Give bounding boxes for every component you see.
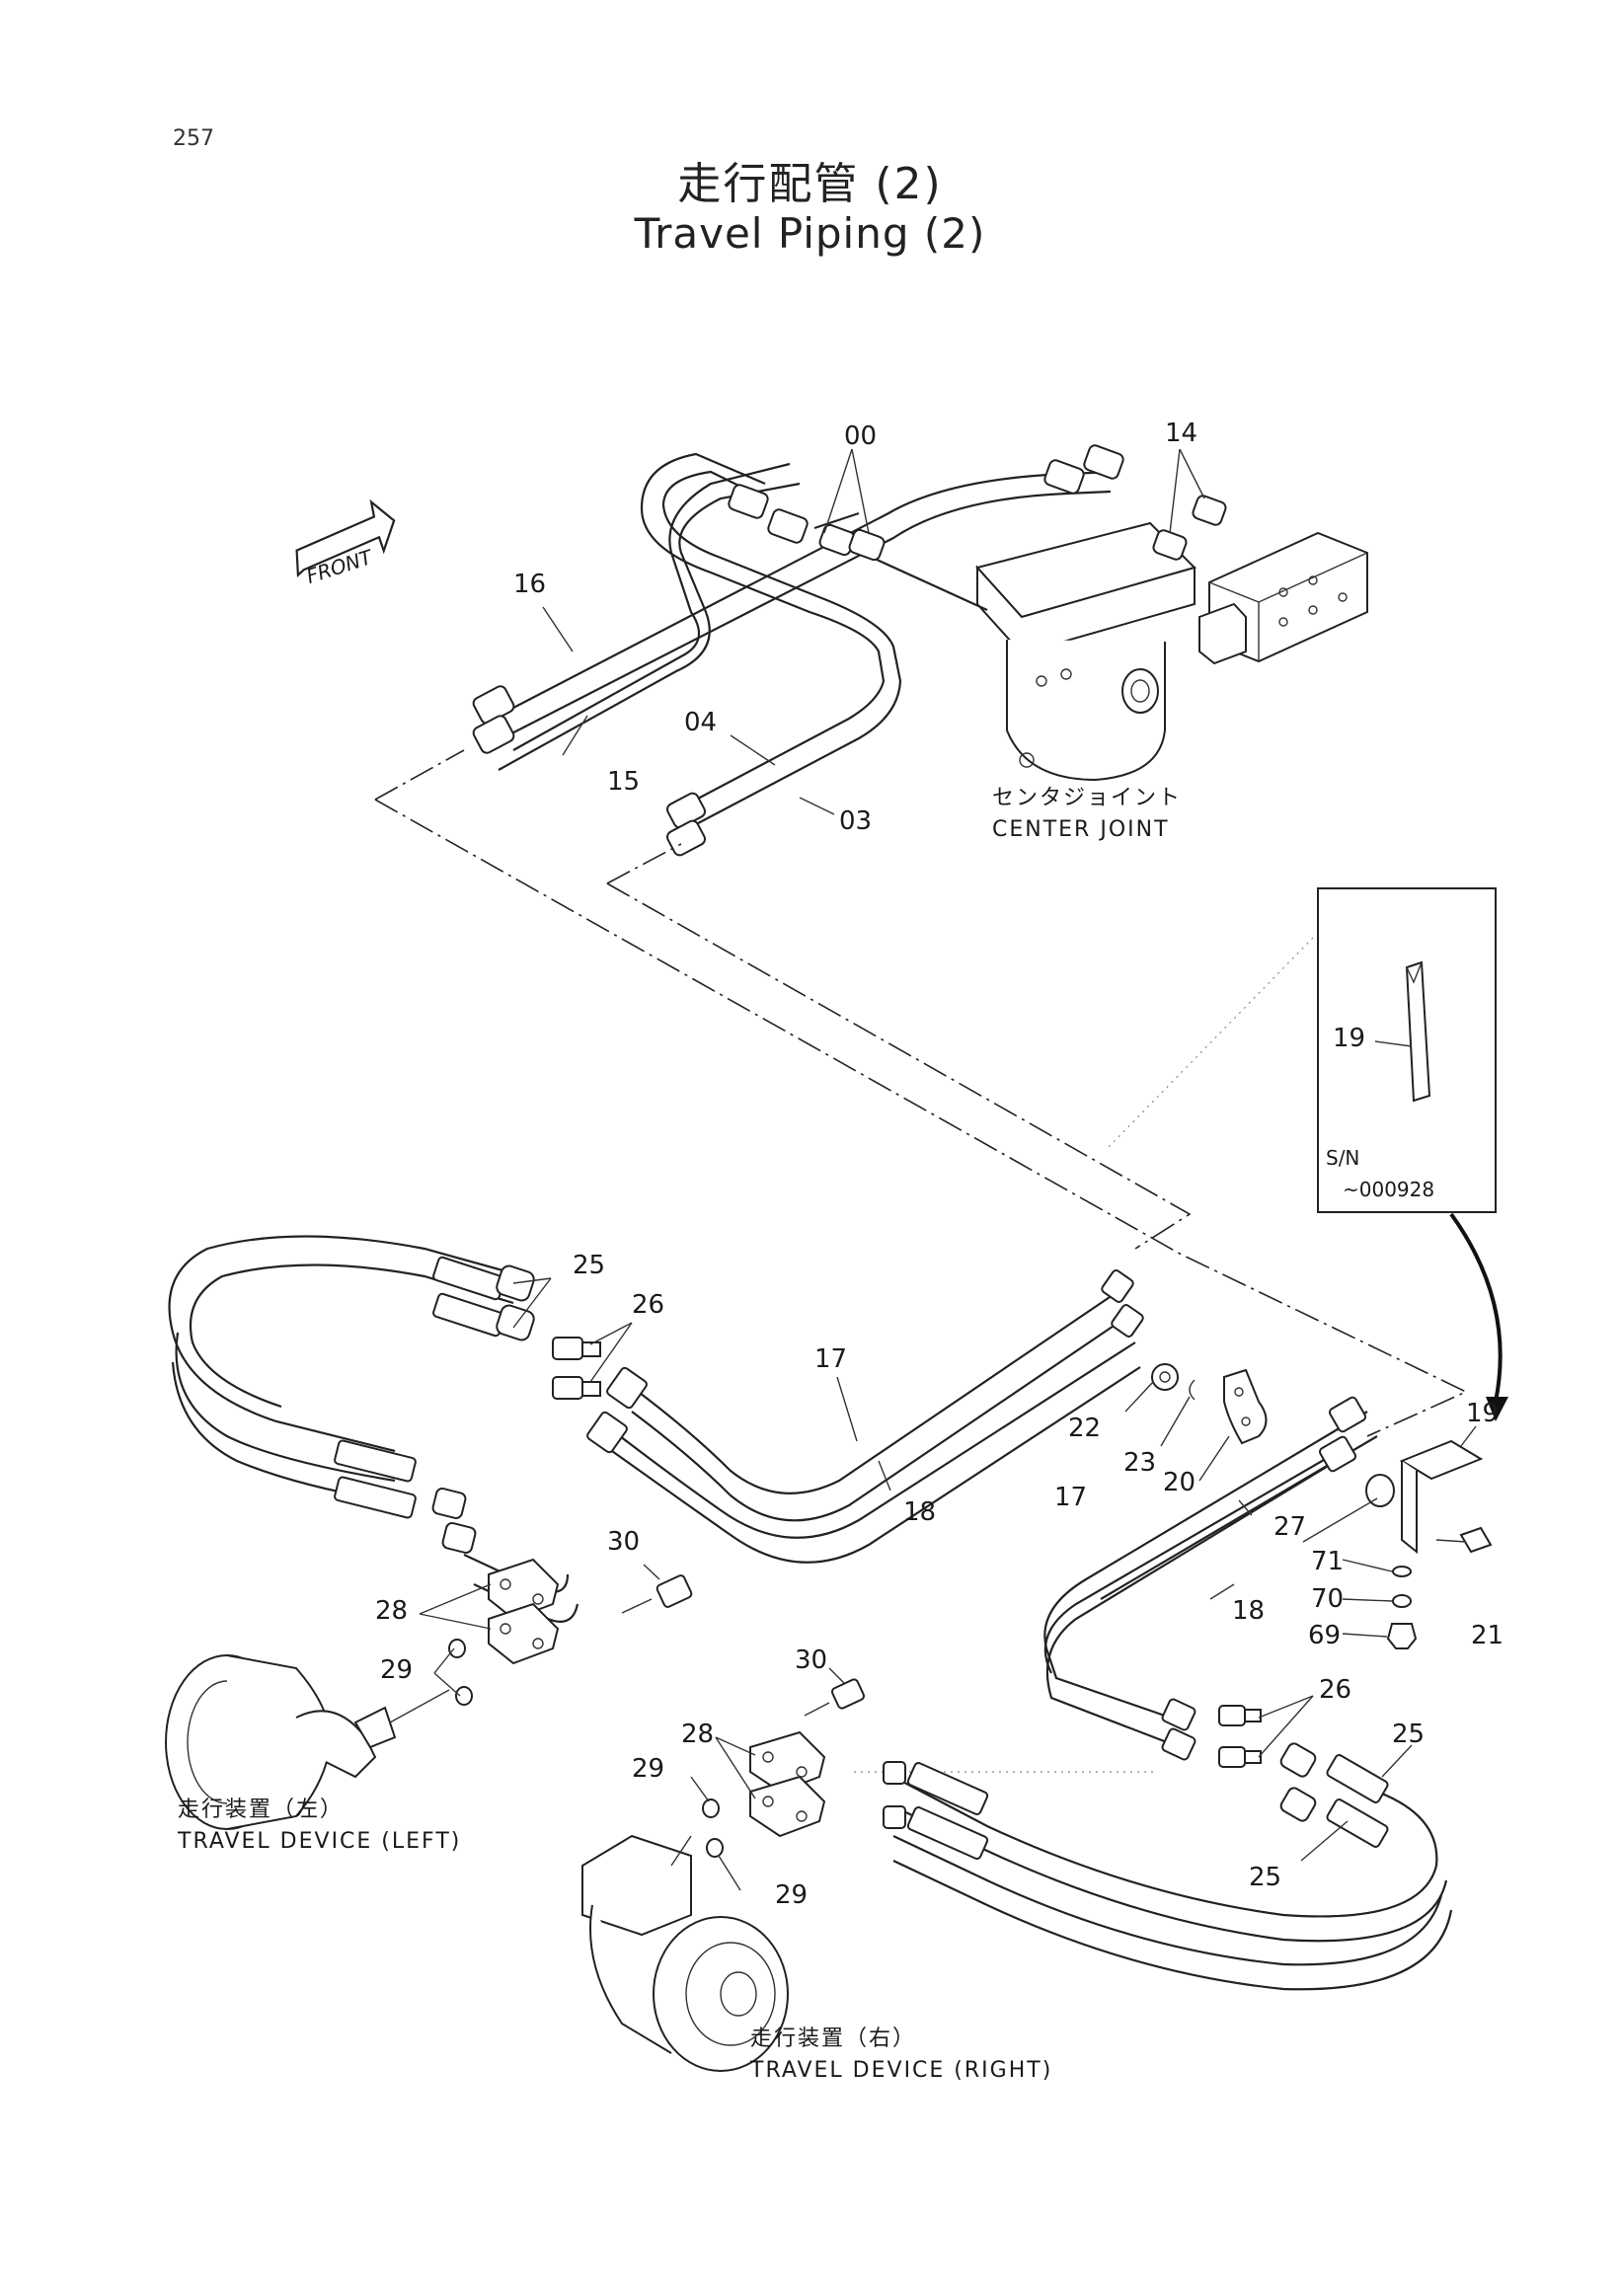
part-number-25-right-bottom: 25 bbox=[1249, 1863, 1281, 1892]
part-number-69: 69 bbox=[1308, 1621, 1341, 1650]
o-ring-icon bbox=[702, 1799, 720, 1818]
part-number-17: 17 bbox=[814, 1344, 847, 1374]
pipe-nut-icon bbox=[586, 1269, 1144, 1454]
valve-block-icon bbox=[1198, 531, 1368, 665]
washer-icon bbox=[1392, 1566, 1412, 1577]
title-japanese: 走行配管 (2) bbox=[677, 159, 943, 209]
flange-icon bbox=[488, 1558, 560, 1665]
part-number-04: 04 bbox=[684, 708, 717, 737]
part-number-71: 71 bbox=[1311, 1547, 1344, 1576]
bolt-icon bbox=[804, 1678, 866, 1717]
part-number-03: 03 bbox=[839, 806, 872, 836]
part-number-00: 00 bbox=[844, 421, 877, 451]
part-number-30-left: 30 bbox=[607, 1527, 640, 1557]
part-number-29-right-bottom: 29 bbox=[775, 1880, 808, 1910]
part-number-26: 26 bbox=[632, 1290, 664, 1320]
clamp-icon bbox=[1151, 1363, 1268, 1445]
travel-right-caption-en: TRAVEL DEVICE (RIGHT) bbox=[749, 2058, 1052, 2083]
part-number-29-left: 29 bbox=[380, 1655, 413, 1685]
part-number-23: 23 bbox=[1123, 1448, 1156, 1478]
part-number-19: 19 bbox=[1466, 1399, 1499, 1428]
travel-device-left-icon bbox=[165, 1654, 450, 1830]
hose-crimp-icon bbox=[883, 1742, 1389, 1860]
part-number-25-right-top: 25 bbox=[1392, 1720, 1425, 1749]
part-number-18: 18 bbox=[903, 1497, 936, 1527]
o-ring-icon bbox=[448, 1639, 466, 1658]
travel-left-caption-jp: 走行装置（左） bbox=[178, 1798, 344, 1822]
part-number-14: 14 bbox=[1165, 419, 1197, 448]
sn-label: S/N bbox=[1326, 1146, 1359, 1170]
part-number-28-right: 28 bbox=[681, 1720, 714, 1749]
travel-device-right-icon bbox=[581, 1834, 789, 2072]
part-number-30-right: 30 bbox=[795, 1645, 827, 1675]
part-number-29-right-top: 29 bbox=[632, 1754, 664, 1784]
part-number-25: 25 bbox=[573, 1251, 605, 1280]
part-number-21: 21 bbox=[1471, 1621, 1504, 1650]
part-number-18-right: 18 bbox=[1232, 1596, 1265, 1626]
part-number-70: 70 bbox=[1311, 1584, 1344, 1614]
page-number: 257 bbox=[173, 126, 214, 151]
travel-right-caption-jp: 走行装置（右） bbox=[750, 2027, 916, 2051]
o-ring-icon bbox=[455, 1686, 473, 1706]
part-number-labels: 00 14 16 15 04 03 25 26 17 18 22 23 20 1… bbox=[375, 419, 1504, 1910]
nut-icon bbox=[1386, 1623, 1418, 1649]
flange-icon bbox=[749, 1730, 826, 1838]
part-number-16: 16 bbox=[513, 570, 546, 599]
front-arrow-icon: FRONT bbox=[295, 498, 396, 588]
sn-range: ~000928 bbox=[1343, 1178, 1434, 1201]
part-number-19-inset: 19 bbox=[1333, 1024, 1365, 1053]
bracket-icon bbox=[1365, 1439, 1493, 1555]
pipe-nut-icon bbox=[1161, 1396, 1367, 1761]
travel-left-caption-en: TRAVEL DEVICE (LEFT) bbox=[177, 1829, 461, 1854]
fitting-icon bbox=[472, 444, 1227, 857]
adapter-icon bbox=[1218, 1705, 1262, 1768]
part-number-28-left: 28 bbox=[375, 1596, 408, 1626]
part-number-22: 22 bbox=[1068, 1414, 1101, 1443]
leader-lines bbox=[419, 448, 1477, 1891]
o-ring-icon bbox=[706, 1838, 724, 1858]
title-english: Travel Piping (2) bbox=[634, 209, 986, 258]
lock-washer-icon bbox=[1392, 1594, 1412, 1608]
center-joint-icon bbox=[975, 521, 1196, 782]
part-number-20: 20 bbox=[1163, 1468, 1196, 1497]
part-number-26-right: 26 bbox=[1319, 1675, 1351, 1705]
front-label: FRONT bbox=[303, 545, 376, 588]
adapter-icon bbox=[552, 1337, 601, 1400]
part-number-15: 15 bbox=[607, 767, 640, 797]
bolt-icon bbox=[621, 1574, 693, 1614]
hose-crimp-icon bbox=[334, 1256, 535, 1554]
center-joint-caption-en: CENTER JOINT bbox=[992, 817, 1170, 842]
part-number-17-right: 17 bbox=[1054, 1483, 1087, 1512]
inset-box: 19 S/N ~000928 bbox=[1317, 887, 1497, 1213]
center-joint-caption-jp: センタジョイント bbox=[992, 786, 1182, 810]
part-number-27: 27 bbox=[1273, 1512, 1306, 1542]
